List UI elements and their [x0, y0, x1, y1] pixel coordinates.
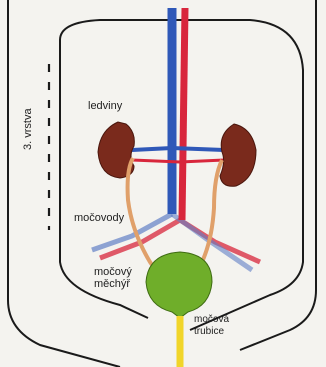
urethra-label-line1: močová — [194, 314, 229, 325]
aorta — [182, 8, 185, 220]
right-kidney — [220, 124, 256, 186]
urethra-label-line2: trubice — [194, 326, 224, 337]
renal-vessels — [132, 148, 224, 162]
outer-body-outline — [8, 0, 120, 367]
outer-body-outline-right — [240, 0, 316, 350]
layer-label: 3. vrstva — [22, 108, 34, 150]
bladder-label-line1: močový — [94, 266, 132, 278]
ureters-label: močovody — [74, 212, 124, 224]
kidneys-label: ledviny — [88, 100, 122, 112]
bladder-label-line2: měchýř — [94, 278, 130, 290]
bladder — [146, 252, 212, 318]
